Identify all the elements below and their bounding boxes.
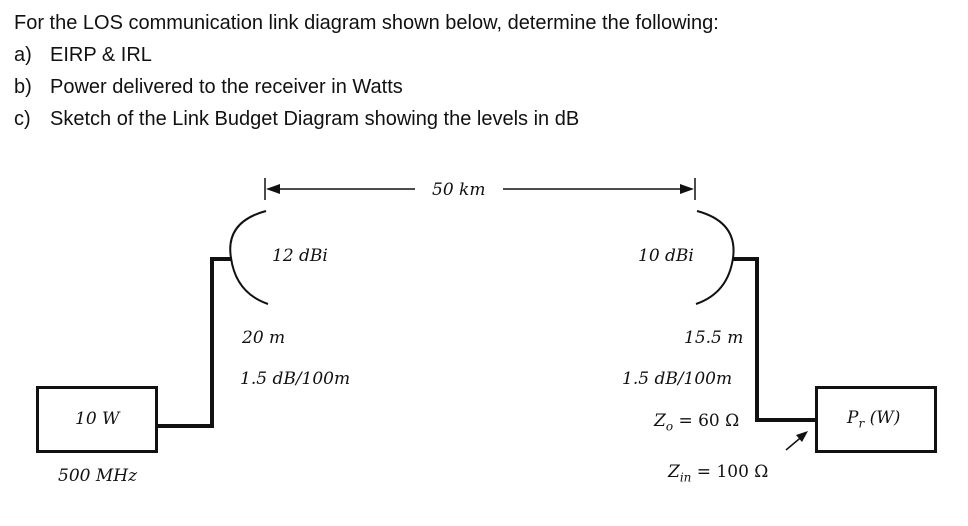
z0-sub: o bbox=[665, 419, 674, 434]
tx-power: 10 W bbox=[75, 409, 120, 429]
frequency: 500 MHz bbox=[58, 466, 138, 486]
rx-power-tail: (W) bbox=[864, 408, 901, 428]
rx-line-length: 15.5 m bbox=[684, 328, 744, 348]
tx-antenna-gain: 12 dBi bbox=[272, 246, 328, 266]
distance-label: 50 km bbox=[432, 180, 486, 200]
characteristic-impedance: Zo = 60 Ω bbox=[654, 411, 739, 433]
z0-value: = 60 Ω bbox=[673, 411, 740, 431]
part-c-label: c) bbox=[14, 108, 31, 130]
rx-power-main: P bbox=[847, 408, 859, 428]
rx-line-loss: 1.5 dB/100m bbox=[622, 369, 733, 389]
rx-antenna-gain: 10 dBi bbox=[638, 246, 694, 266]
distance-arrow-left bbox=[266, 184, 280, 194]
rx-power-sub: r bbox=[858, 416, 865, 431]
part-a-text: EIRP & IRL bbox=[50, 44, 152, 66]
received-power-label: Pr (W) bbox=[847, 408, 900, 430]
rx-feed-line bbox=[733, 257, 818, 422]
impedance-pointer-head bbox=[796, 431, 808, 442]
distance-arrow-right bbox=[680, 184, 694, 194]
part-b-label: b) bbox=[14, 76, 32, 98]
tx-line-loss: 1.5 dB/100m bbox=[240, 369, 351, 389]
receiver-box bbox=[815, 386, 937, 453]
tx-antenna-dish bbox=[229, 210, 269, 305]
question-intro: For the LOS communication link diagram s… bbox=[14, 12, 719, 34]
part-a-label: a) bbox=[14, 44, 32, 66]
zin-sub: in bbox=[679, 470, 692, 485]
tx-line-length: 20 m bbox=[242, 328, 286, 348]
transmitter-box bbox=[36, 386, 158, 453]
rx-antenna-dish bbox=[695, 210, 735, 305]
zin-main: Z bbox=[668, 462, 680, 482]
question-part-c: c) Sketch of the Link Budget Diagram show… bbox=[14, 108, 579, 131]
z0-main: Z bbox=[654, 411, 666, 431]
tx-feed-line bbox=[157, 257, 232, 428]
part-c-text: Sketch of the Link Budget Diagram showin… bbox=[50, 108, 580, 130]
question-part-a: a) EIRP & IRL bbox=[14, 44, 152, 67]
zin-value: = 100 Ω bbox=[691, 462, 769, 482]
question-part-b: b) Power delivered to the receiver in Wat… bbox=[14, 76, 403, 99]
part-b-text: Power delivered to the receiver in Watts bbox=[50, 76, 403, 98]
input-impedance: Zin = 100 Ω bbox=[668, 462, 768, 484]
